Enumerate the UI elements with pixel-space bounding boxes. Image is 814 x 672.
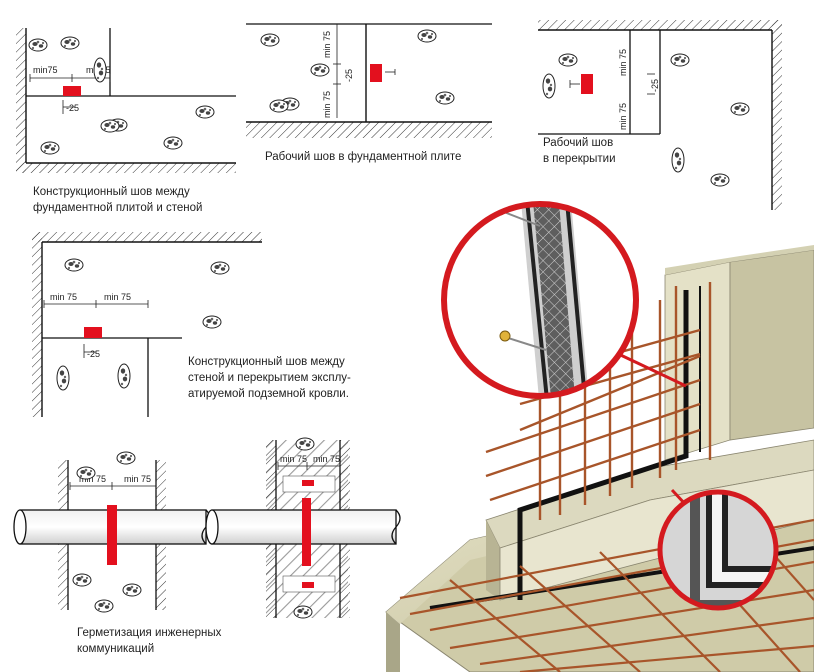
dim-min75-right: min 75 [104, 292, 131, 302]
panel-utility-sealing-right: min 75 min 75 [205, 437, 401, 619]
waterstop-red-block [581, 74, 593, 94]
waterstop-red-block [63, 86, 81, 96]
caption-construction-joint-wall-roof-3: атируемой подземной кровли. [188, 388, 349, 400]
waterstop-red-block [84, 327, 102, 338]
dim-25: -25 [344, 69, 354, 82]
caption-working-joint-floor-1: Рабочий шов [543, 137, 613, 149]
caption-construction-joint-slab-wall-1: Конструкционный шов между [33, 186, 190, 198]
dim-min75-top: min 75 [618, 49, 628, 76]
caption-working-joint-foundation: Рабочий шов в фундаментной плите [265, 151, 461, 163]
waterstop-red-block [370, 64, 382, 82]
panel-construction-joint-wall-roof: min 75 min 75 -25 [32, 232, 262, 417]
waterstop-red-collar [107, 505, 117, 565]
dim-25: -25 [66, 103, 79, 113]
panel-construction-joint-slab-wall: min75 min75 -25 [16, 28, 236, 173]
dim-min75-top: min 75 [322, 31, 332, 58]
panel-utility-sealing-left: min 75 min 75 [13, 451, 211, 613]
dim-25: -25 [87, 349, 100, 359]
dim-min75-left: min 75 [50, 292, 77, 302]
magnifier-waterstop-mesh [441, 201, 639, 399]
dim-min75-right: min 75 [313, 454, 340, 464]
dim-min75-left: min 75 [280, 454, 307, 464]
dim-min75-left: min 75 [79, 474, 106, 484]
dim-min75-right: min 75 [124, 474, 151, 484]
panel-working-joint-floor: min 75 min 75 -25 [538, 20, 782, 210]
magnifier-waterstop-corner [657, 489, 779, 611]
caption-utility-sealing-2: коммуникаций [77, 643, 154, 655]
caption-construction-joint-slab-wall-2: фундаментной плитой и стеной [33, 202, 202, 214]
panel-working-joint-foundation: min 75 min 75 -25 [246, 23, 492, 138]
dim-min75-bottom: min 75 [322, 91, 332, 118]
caption-construction-joint-wall-roof-2: стеной и перекрытием эксплу- [188, 372, 351, 384]
caption-utility-sealing-1: Герметизация инженерных [77, 627, 222, 639]
dim-min75-bottom: min 75 [618, 103, 628, 130]
waterstop-red-collar [302, 498, 311, 566]
dim-min75-left: min75 [33, 65, 58, 75]
dim-25: -25 [650, 79, 660, 92]
caption-construction-joint-wall-roof-1: Конструкционный шов между [188, 356, 345, 368]
caption-working-joint-floor-2: в перекрытии [543, 153, 616, 165]
